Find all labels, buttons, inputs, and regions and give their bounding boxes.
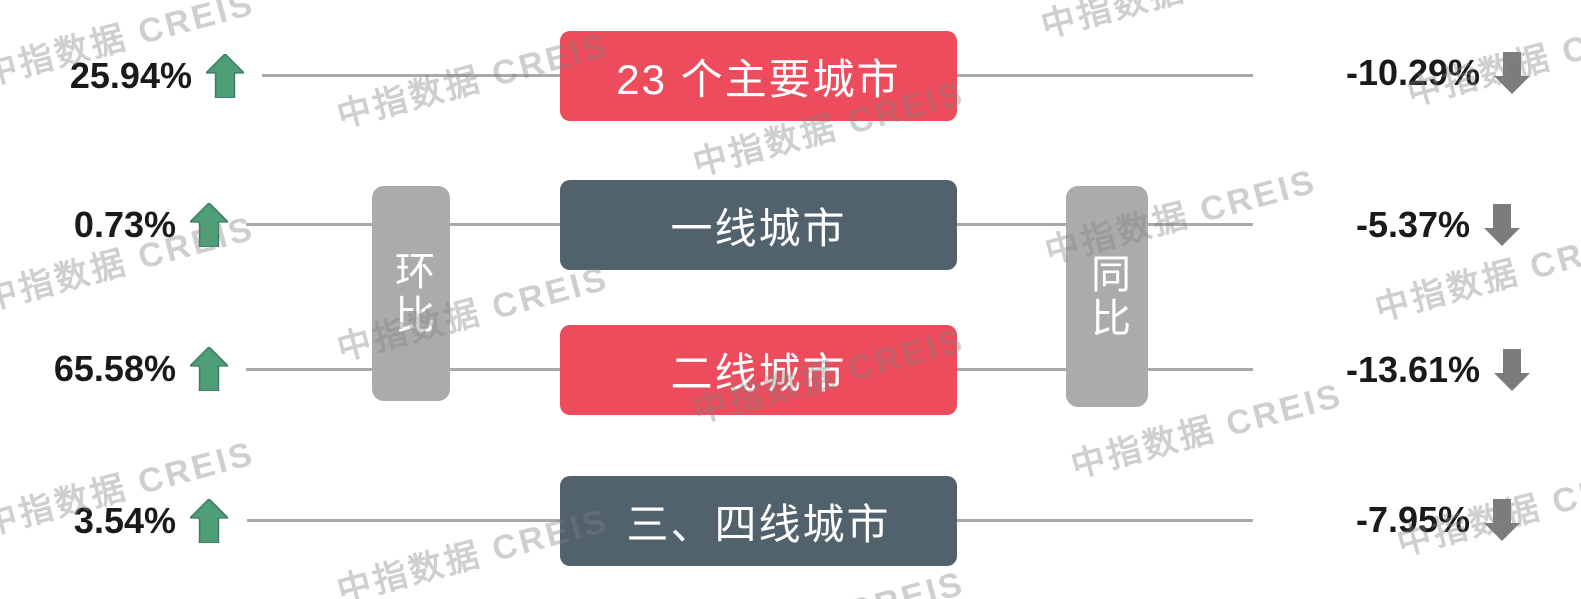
mom-value: 3.54% (73, 500, 176, 541)
connector-line (957, 74, 1253, 77)
mom-value: 65.58% (53, 348, 176, 389)
down-arrow-icon (1494, 349, 1531, 391)
watermark: 中指数据 CREIS (689, 564, 969, 599)
connector-line (262, 74, 560, 77)
category-box-tier3-4: 三、四线城市 (560, 476, 957, 566)
mom-value: 0.73% (73, 204, 176, 245)
connector-line (957, 519, 1253, 522)
mom-connector-pill: 环比 (372, 186, 450, 401)
yoy-stat-row4: -7.95% (1302, 493, 1574, 547)
yoy-stat-row2: -5.37% (1302, 198, 1574, 252)
connector-line (247, 519, 560, 522)
up-arrow-icon (206, 54, 244, 98)
yoy-pill-label: 同比 (1085, 252, 1129, 341)
yoy-stat-row3: -13.61% (1302, 343, 1574, 397)
watermark: 中指数据 CREIS (1037, 0, 1317, 45)
up-arrow-icon (190, 203, 228, 247)
mom-stat-row4: 3.54% (0, 494, 228, 548)
yoy-value: -10.29% (1345, 52, 1481, 93)
yoy-stat-row1: -10.29% (1302, 46, 1574, 100)
down-arrow-icon (1484, 204, 1521, 246)
yoy-connector-pill: 同比 (1066, 186, 1148, 407)
mom-value: 25.94% (69, 55, 192, 96)
category-label: 三、四线城市 (626, 500, 891, 548)
yoy-value: -7.95% (1355, 499, 1471, 540)
down-arrow-icon (1484, 499, 1521, 541)
category-label: 二线城市 (670, 349, 847, 397)
category-label: 23 个主要城市 (616, 55, 901, 103)
yoy-value: -13.61% (1345, 349, 1481, 390)
yoy-value: -5.37% (1355, 204, 1471, 245)
category-box-tier2: 二线城市 (560, 325, 957, 415)
up-arrow-icon (190, 499, 228, 543)
category-box-tier1: 一线城市 (560, 180, 957, 270)
down-arrow-icon (1494, 52, 1531, 94)
mom-stat-row1: 25.94% (0, 49, 244, 103)
category-label: 一线城市 (670, 204, 847, 252)
mom-pill-label: 环比 (389, 249, 433, 338)
mom-stat-row2: 0.73% (0, 198, 228, 252)
category-box-major-cities: 23 个主要城市 (560, 31, 957, 121)
mom-stat-row3: 65.58% (0, 342, 228, 396)
up-arrow-icon (190, 347, 228, 391)
